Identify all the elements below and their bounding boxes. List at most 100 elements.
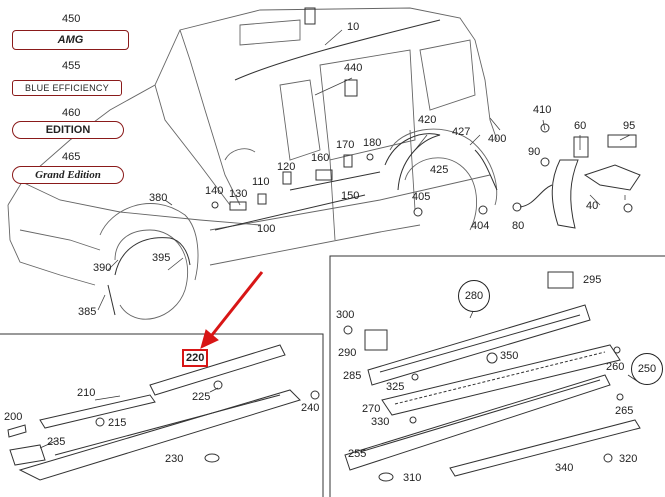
callout-420: 420 <box>418 114 437 126</box>
clip-330 <box>409 416 417 424</box>
callout-130: 130 <box>229 188 248 200</box>
clip-180 <box>366 153 374 161</box>
mud-flap <box>551 159 579 229</box>
callout-250-circle: 250 <box>631 353 663 385</box>
callout-180: 180 <box>363 137 382 149</box>
highlight-arrow <box>200 271 264 349</box>
callout-240: 240 <box>301 402 320 414</box>
bracket-290 <box>364 329 388 351</box>
front-flare-piece <box>107 284 116 316</box>
part-440 <box>344 79 358 97</box>
callout-60: 60 <box>574 120 587 132</box>
clip-260 <box>613 346 621 354</box>
callout-220-highlighted: 220 <box>182 349 209 367</box>
callout-410: 410 <box>533 104 552 116</box>
rear-flare <box>384 133 441 191</box>
callout-320: 320 <box>619 453 638 465</box>
board-255 <box>344 374 611 471</box>
clip-300 <box>343 325 353 335</box>
panel-border-lower-right <box>329 255 665 497</box>
callout-455: 455 <box>62 60 81 72</box>
step-270-grip <box>394 351 606 405</box>
clip-95 <box>607 134 637 148</box>
callout-210: 210 <box>77 387 96 399</box>
part-110 <box>257 193 267 205</box>
clip-325 <box>411 373 419 381</box>
bracket-40 <box>583 164 641 191</box>
clip-215 <box>95 417 105 427</box>
running-board-230-inner <box>54 394 281 456</box>
clip-240 <box>310 390 320 400</box>
part-160 <box>315 169 333 181</box>
callout-150: 150 <box>341 190 360 202</box>
board-255-inner <box>359 379 601 453</box>
callout-100: 100 <box>257 223 276 235</box>
badge-grand-edition: Grand Edition <box>12 166 124 184</box>
callout-140: 140 <box>205 185 224 197</box>
callout-10: 10 <box>347 21 360 33</box>
callout-330: 330 <box>371 416 390 428</box>
badge-amg: AMG <box>12 30 129 50</box>
clip-140 <box>211 201 219 209</box>
callout-300: 300 <box>336 309 355 321</box>
callout-400: 400 <box>488 133 507 145</box>
callout-395: 395 <box>152 252 171 264</box>
callout-295: 295 <box>583 274 602 286</box>
callout-95: 95 <box>623 120 636 132</box>
clip-405 <box>413 207 423 217</box>
callout-40: 40 <box>586 200 599 212</box>
callout-80: 80 <box>512 220 525 232</box>
callout-280-circle: 280 <box>458 280 490 312</box>
molding-150 <box>289 171 381 191</box>
clip-265 <box>616 393 624 401</box>
callout-380: 380 <box>149 192 168 204</box>
callout-390: 390 <box>93 262 112 274</box>
callout-440: 440 <box>344 62 363 74</box>
vehicle-outline <box>7 7 498 320</box>
callout-404: 404 <box>471 220 490 232</box>
clip-350 <box>486 352 498 364</box>
callout-110: 110 <box>252 176 270 188</box>
callout-170: 170 <box>336 139 355 151</box>
cable-80 <box>519 184 553 208</box>
strip-210 <box>39 394 156 429</box>
callout-340: 340 <box>555 462 574 474</box>
callout-160: 160 <box>311 152 330 164</box>
callout-290: 290 <box>338 347 357 359</box>
callout-90: 90 <box>528 146 541 158</box>
callout-385: 385 <box>78 306 97 318</box>
callout-350: 350 <box>500 350 519 362</box>
callout-425: 425 <box>430 164 449 176</box>
part-235 <box>9 444 46 466</box>
clip-225 <box>213 380 223 390</box>
callout-465: 465 <box>62 151 81 163</box>
strip-340 <box>449 419 641 477</box>
callout-450: 450 <box>62 13 81 25</box>
roof-rail <box>234 19 441 81</box>
badge-blue-efficiency: BLUE EFFICIENCY <box>12 80 122 96</box>
part-130 <box>229 201 247 211</box>
callout-405: 405 <box>412 191 431 203</box>
clip-310 <box>378 472 394 482</box>
part-200 <box>7 424 27 438</box>
part-120 <box>282 171 292 185</box>
clip-70 <box>623 203 633 213</box>
callout-225: 225 <box>192 391 211 403</box>
step-270 <box>381 344 621 416</box>
upper-parts <box>107 7 641 316</box>
running-board-230 <box>18 389 301 481</box>
leader-lines-upper <box>97 29 631 311</box>
callout-270: 270 <box>362 403 381 415</box>
callout-260: 260 <box>606 361 625 373</box>
lower-right-parts <box>343 271 641 482</box>
callout-120: 120 <box>277 161 296 173</box>
panel-border-lower-left <box>0 333 324 497</box>
lower-left-parts <box>7 344 320 481</box>
callout-255: 255 <box>348 448 367 460</box>
part-450-top <box>304 7 316 25</box>
callout-215: 215 <box>108 417 127 429</box>
clip-410 <box>540 123 550 133</box>
front-flare <box>114 237 191 276</box>
callout-460: 460 <box>62 107 81 119</box>
